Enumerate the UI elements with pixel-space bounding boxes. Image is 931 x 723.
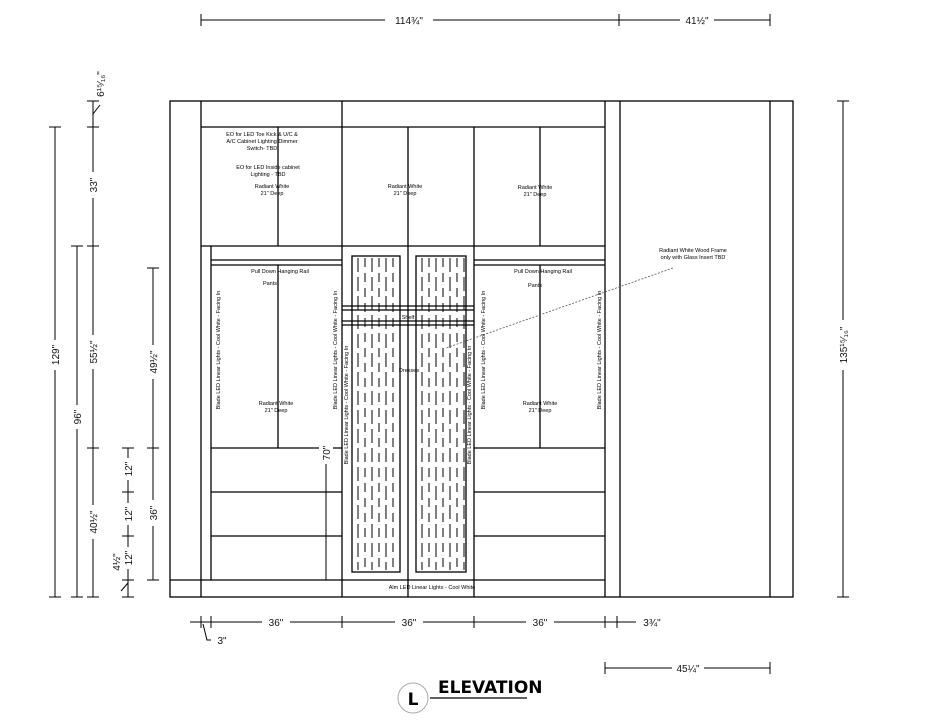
left-door xyxy=(351,255,401,573)
note-eo-toe-kick-1: EO for LED Toe Kick & U/C & xyxy=(226,132,298,138)
label-depth: 21" Deep xyxy=(394,191,417,197)
dim-left-33: 33" xyxy=(89,177,100,192)
label-pants: Pants xyxy=(263,281,277,287)
note-eo-toe-kick-2: A/C Cabinet Lighting Dimmer xyxy=(226,139,297,145)
dim-drawer-12: 12" xyxy=(124,506,135,521)
label-dresses: Dresses xyxy=(399,368,419,374)
drawing-title: ELEVATION xyxy=(438,678,543,698)
cabinet-frame xyxy=(169,100,794,598)
label-material: Radiant White xyxy=(518,185,553,191)
note-wood-frame-1: Radiant White Wood Frame xyxy=(659,248,727,254)
label-material: Radiant White xyxy=(523,401,558,407)
label-rail: Pull Down Hanging Rail xyxy=(251,269,309,275)
glass-doors xyxy=(351,255,467,573)
label-depth: 21" Deep xyxy=(261,191,284,197)
label-depth: 21" Deep xyxy=(524,192,547,198)
label-depth: 21" Deep xyxy=(529,408,552,414)
elevation-title: L ELEVATION xyxy=(397,678,543,714)
label-material: Radiant White xyxy=(255,184,290,190)
dim-left-36: 36" xyxy=(149,505,160,520)
label-material: Radiant White xyxy=(259,401,294,407)
dim-left-129: 129" xyxy=(51,344,62,365)
view-marker-label: L xyxy=(408,690,419,710)
label-blade-led: Blade LED Linear Lights - Cool White - F… xyxy=(333,291,339,410)
note-wood-frame-2: only with Glass Insert TBD xyxy=(661,255,726,261)
label-material: Radiant White xyxy=(388,184,423,190)
label-blade-led: Blade LED Linear Lights - Cool White - F… xyxy=(597,291,603,410)
dim-bottom-36: 36" xyxy=(269,618,284,629)
label-shelf: Shelf xyxy=(402,315,415,321)
leader-line xyxy=(445,267,674,349)
label-blade-led: Blade LED Linear Lights - Cool White - F… xyxy=(344,346,350,465)
dim-left-40: 40½" xyxy=(89,510,100,533)
dim-bottom-right: 3¾" xyxy=(643,618,661,629)
dimensions: 114¾" 41½" 135¹⁵⁄₁₆" 129" 96" 33" 55½" 4… xyxy=(48,13,850,675)
dim-left-55: 55½" xyxy=(89,340,100,363)
dim-right-height: 135¹⁵⁄₁₆" xyxy=(839,326,850,363)
label-alm-led: Alm LED Linear Lights - Cool White xyxy=(389,585,476,591)
dim-bottom-3: 3" xyxy=(217,636,227,647)
dim-toe-kick: 4½" xyxy=(112,553,123,571)
label-depth: 21" Deep xyxy=(265,408,288,414)
dim-drawer-12: 12" xyxy=(124,461,135,476)
dim-drawer-12: 12" xyxy=(124,550,135,565)
label-blade-led: Blade LED Linear Lights - Cool White - F… xyxy=(481,291,487,410)
dim-bottom-36: 36" xyxy=(402,618,417,629)
dim-bottom-45: 45¼" xyxy=(676,663,699,675)
dim-left-top: 6¹⁵⁄₁₆" xyxy=(96,71,107,97)
dim-top-right: 41½" xyxy=(685,16,708,27)
label-blade-led: Blade LED Linear Lights - Cool White - F… xyxy=(216,291,222,410)
annotations: EO for LED Toe Kick & U/C & A/C Cabinet … xyxy=(216,132,727,591)
note-eo-inside-1: EO for LED Inside cabinet xyxy=(236,165,300,171)
dim-left-49: 49½" xyxy=(149,350,160,373)
dim-bottom-36: 36" xyxy=(533,618,548,629)
label-pants: Pants xyxy=(528,283,542,289)
dim-top-overall: 114¾" xyxy=(395,16,423,27)
note-eo-toe-kick-3: Switch- TBD xyxy=(247,146,277,152)
view-marker-circle xyxy=(397,682,429,714)
right-door xyxy=(415,255,467,573)
label-rail: Pull Down Hanging Rail xyxy=(514,269,572,275)
note-eo-inside-2: Lighting - TBD xyxy=(250,172,285,178)
dim-left-96: 96" xyxy=(73,409,84,424)
dim-center-70: 70" xyxy=(322,445,333,460)
label-blade-led: Blade LED Linear Lights - Cool White - F… xyxy=(467,346,473,465)
